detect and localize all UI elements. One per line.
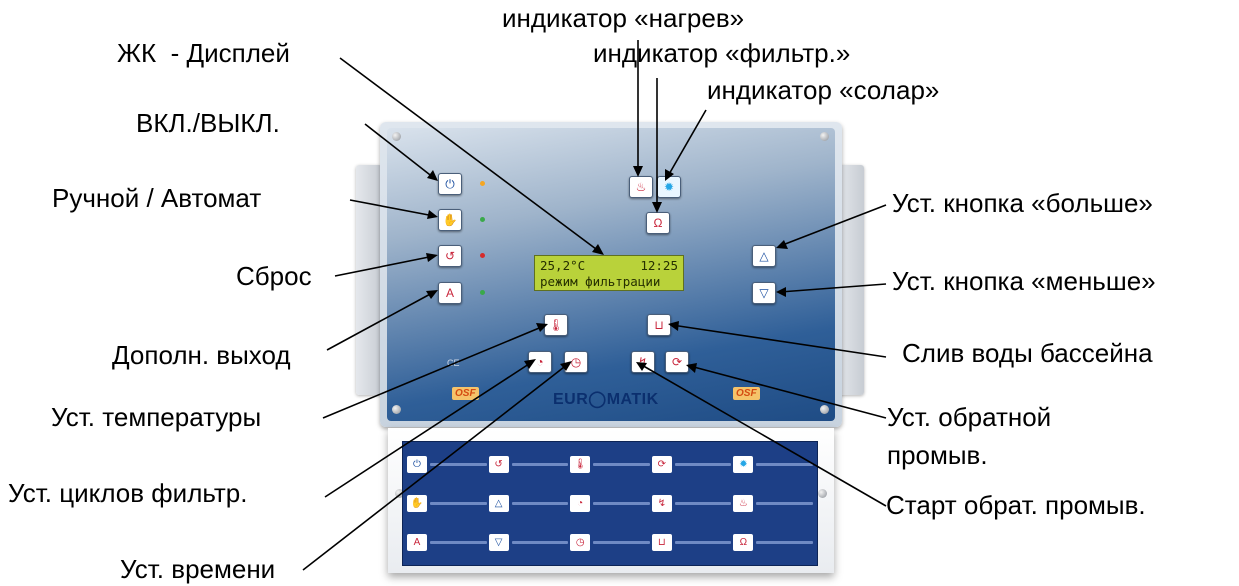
screw-bottom-right: [820, 405, 829, 414]
label-set-backwash-line1: Уст. обратной: [887, 402, 1052, 432]
label-plus-button: Уст. кнопка «больше»: [892, 188, 1153, 218]
triangle-down-icon: ▽: [488, 534, 509, 551]
legend-item: 🌡: [570, 446, 650, 483]
legend-item: ↯: [651, 485, 732, 522]
legend-item: ✋: [407, 485, 487, 522]
reset-icon: ↺: [444, 249, 456, 263]
backwash-start-icon: ↯: [651, 495, 672, 512]
label-minus-button: Уст. кнопка «меньше»: [892, 266, 1156, 296]
lcd-time: 12:25: [640, 258, 678, 273]
filter-indicator: Ω: [646, 212, 670, 234]
clock-icon: ◷: [570, 355, 582, 369]
lcd-display: 25,2°C 12:25 режим фильтрации: [534, 255, 684, 291]
brand-name: EUR◯MATIK: [553, 391, 659, 408]
label-filter-indicator: индикатор «фильтр.»: [593, 38, 851, 68]
led-power: [480, 181, 485, 186]
power-button[interactable]: ⏻: [438, 173, 462, 195]
power-icon: ⏻: [445, 177, 455, 191]
label-heat-indicator: индикатор «нагрев»: [502, 3, 745, 33]
set-backwash-button[interactable]: ⟳: [665, 351, 689, 373]
label-set-filter-cycles: Уст. циклов фильтр.: [8, 478, 248, 508]
pool-drain-button[interactable]: ⊔: [647, 314, 671, 336]
lcd-mode: режим фильтрации: [540, 274, 661, 289]
label-set-temperature: Уст. температуры: [51, 402, 262, 432]
right-brand-logo: OSF: [733, 387, 760, 400]
legend-item: ♨: [733, 485, 813, 522]
drain-icon: ⊔: [654, 318, 664, 332]
legend-item: ⟳: [651, 446, 732, 483]
sun-icon: ✹: [663, 180, 675, 194]
label-lcd-display: ЖК - Дисплей: [117, 38, 290, 68]
triangle-up-icon: △: [759, 249, 769, 263]
plus-button[interactable]: △: [752, 245, 776, 267]
hand-icon: ✋: [442, 213, 458, 227]
reset-icon: ↺: [488, 456, 509, 473]
backwash-timer-icon: ⟳: [651, 456, 672, 473]
legend-item: ↺: [488, 446, 569, 483]
solar-indicator: ✹: [657, 176, 681, 198]
label-pool-drain: Слив воды бассейна: [902, 338, 1153, 368]
cover-screw-right: [818, 489, 827, 498]
heat-indicator: ♨: [629, 176, 653, 198]
manual-auto-button[interactable]: ✋: [438, 209, 462, 231]
legend-item: ◔: [570, 485, 650, 522]
lcd-temperature: 25,2°C: [540, 258, 586, 273]
label-start-backwash: Старт обрат. промыв.: [886, 490, 1146, 520]
label-reset: Сброс: [236, 261, 312, 291]
legend-item: △: [488, 485, 569, 522]
hand-icon: ✋: [407, 495, 427, 512]
thermometer-icon: 🌡: [570, 456, 591, 473]
legend-item: ✹: [733, 446, 813, 483]
sun-icon: ✹: [733, 456, 754, 473]
legend-item: ⊔: [651, 524, 732, 561]
left-brand-logo: OSF: [452, 387, 479, 400]
triangle-down-icon: ▽: [759, 286, 769, 300]
filter-timer-icon: ◔: [570, 495, 591, 512]
label-on-off: ВКЛ./ВЫКЛ.: [136, 108, 280, 138]
aux-output-button[interactable]: A: [438, 282, 462, 304]
label-set-time: Уст. времени: [120, 554, 276, 584]
clock-icon: ◷: [570, 534, 591, 551]
label-aux-output: Дополн. выход: [112, 340, 291, 370]
start-backwash-button[interactable]: ↯: [631, 351, 655, 373]
heat-indicator-icon: ♨: [635, 180, 647, 194]
filter-timer-icon: ◔: [536, 355, 544, 369]
filter-pump-icon: Ω: [653, 216, 663, 230]
legend-item: ◷: [570, 524, 650, 561]
legend-item: A: [407, 524, 487, 561]
reset-button[interactable]: ↺: [438, 245, 462, 267]
screw-top-right: [820, 132, 829, 141]
set-temperature-button[interactable]: 🌡: [544, 314, 568, 336]
led-aux: [480, 290, 485, 295]
label-set-backwash-line2: промыв.: [887, 440, 988, 470]
screw-top-left: [392, 132, 401, 141]
power-icon: ⏻: [407, 456, 427, 473]
set-filter-cycles-button[interactable]: ◔: [528, 351, 552, 373]
led-manual: [480, 217, 485, 222]
legend-item: Ω: [733, 524, 813, 561]
legend-item: ⏻: [407, 446, 487, 483]
drain-icon: ⊔: [651, 534, 672, 551]
label-manual-auto: Ручной / Автомат: [52, 183, 262, 213]
triangle-up-icon: △: [488, 495, 509, 512]
led-reset: [480, 253, 485, 258]
button-legend-panel: ⏻ ↺ 🌡 ⟳ ✹ ✋ △ ◔ ↯ ♨ A ▽ ◷ ⊔ Ω: [402, 441, 818, 566]
left-mounting-bracket: [356, 165, 382, 395]
minus-button[interactable]: ▽: [752, 282, 776, 304]
set-time-button[interactable]: ◷: [564, 351, 588, 373]
filter-pump-icon: Ω: [733, 534, 754, 551]
aux-output-icon: A: [407, 534, 427, 551]
label-solar-indicator: индикатор «солар»: [707, 75, 940, 105]
thermometer-icon: 🌡: [548, 318, 564, 332]
aux-output-icon: A: [445, 286, 454, 300]
backwash-start-icon: ↯: [637, 355, 649, 369]
heat-indicator-icon: ♨: [733, 495, 754, 512]
screw-bottom-left: [392, 405, 401, 414]
ce-mark: CE: [447, 358, 460, 368]
backwash-timer-icon: ⟳: [671, 355, 683, 369]
legend-item: ▽: [488, 524, 569, 561]
